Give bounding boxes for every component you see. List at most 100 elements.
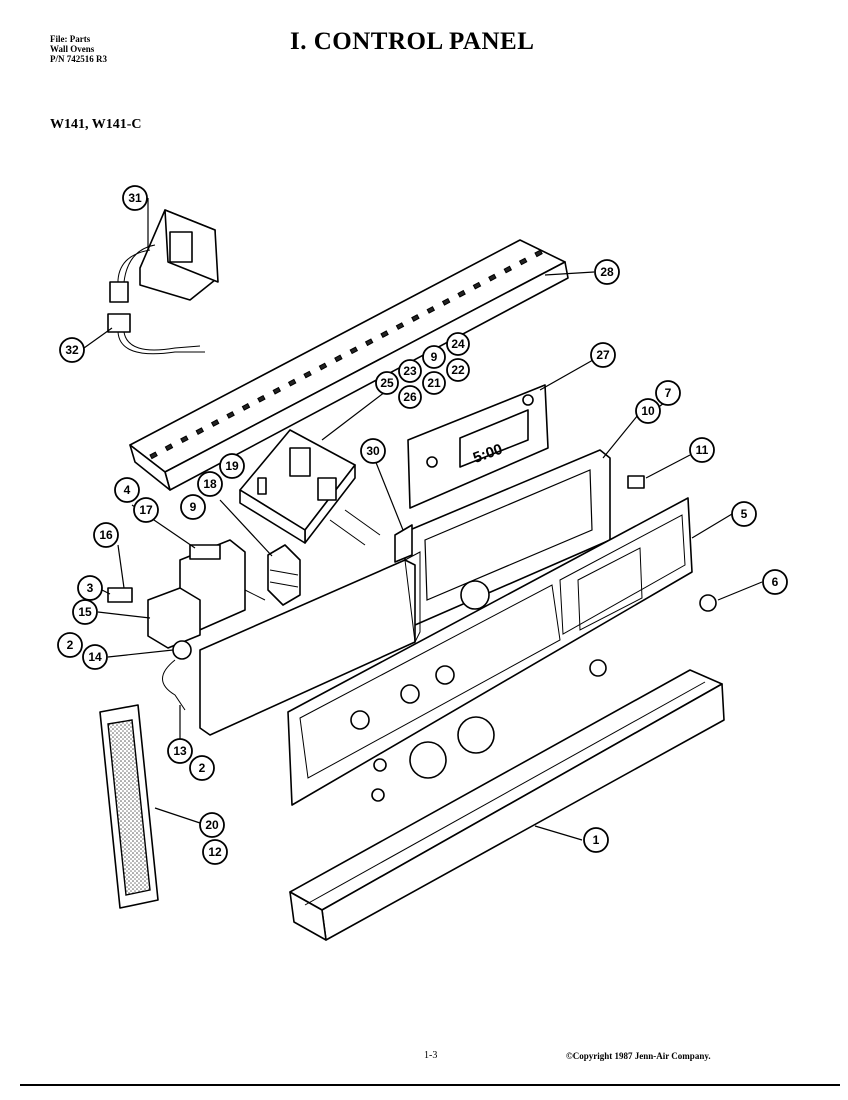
callout-24: 24 (446, 332, 470, 356)
page-number: 1-3 (424, 1050, 438, 1061)
vent-slot (349, 346, 359, 355)
svg-text:24: 24 (451, 337, 465, 351)
copyright-notice: ©Copyright 1987 Jenn-Air Company. (566, 1051, 711, 1061)
callout-9-top: 9 (422, 345, 446, 369)
vent-slot (334, 354, 343, 363)
vent-slot (395, 322, 405, 330)
callout-23: 23 (398, 359, 422, 383)
svg-text:9: 9 (190, 500, 197, 514)
callout-3: 3 (77, 575, 103, 601)
vent-slot (364, 338, 374, 347)
part-3-spacer (107, 587, 133, 603)
leader-lines (83, 198, 763, 841)
callout-2-left: 2 (57, 632, 83, 658)
vent-slot (195, 427, 205, 435)
model-numbers: W141, W141-C (50, 117, 142, 132)
control-knobs (371, 580, 717, 802)
svg-text:10: 10 (641, 404, 655, 418)
svg-text:1: 1 (593, 833, 600, 847)
callout-11: 11 (689, 437, 715, 463)
vent-slot (457, 289, 466, 298)
vent-slot (488, 273, 497, 282)
svg-text:32: 32 (65, 343, 79, 357)
footer-rule (20, 1084, 840, 1086)
svg-text:19: 19 (225, 459, 239, 473)
vent-slot (287, 378, 297, 387)
file-line-1: File: Parts (50, 34, 91, 44)
vent-slot (210, 419, 220, 427)
part-32-wire-harness (107, 281, 205, 355)
vent-slot (226, 411, 235, 419)
part-25-control-board (239, 429, 381, 546)
svg-text:25: 25 (380, 376, 394, 390)
vent-slot (503, 265, 513, 274)
svg-text:18: 18 (203, 477, 217, 491)
part-30-bracket (394, 524, 413, 563)
vent-slot (411, 314, 420, 322)
svg-text:30: 30 (366, 444, 380, 458)
svg-text:17: 17 (139, 503, 153, 517)
callout-7: 7 (655, 380, 681, 406)
file-info: File: Parts Wall Ovens P/N 742516 R3 (50, 34, 107, 64)
vent-slot (272, 386, 282, 395)
svg-text:2: 2 (67, 638, 74, 652)
callout-19: 19 (219, 453, 245, 479)
vent-slot (518, 257, 528, 266)
callout-5: 5 (731, 501, 757, 527)
callout-27: 27 (590, 342, 616, 368)
vent-slot (164, 443, 174, 452)
svg-text:4: 4 (124, 483, 131, 497)
svg-text:5: 5 (741, 507, 748, 521)
part-18-relay (267, 544, 301, 606)
svg-text:23: 23 (403, 364, 417, 378)
vent-slot (426, 306, 436, 314)
callout-14: 14 (82, 644, 108, 670)
part-14-thermostat (162, 640, 192, 711)
callout-1: 1 (583, 827, 609, 853)
page-title: I. CONTROL PANEL (290, 28, 535, 55)
callout-4: 4 (114, 477, 140, 503)
file-line-3: P/N 742516 R3 (50, 54, 107, 64)
svg-text:13: 13 (173, 744, 187, 758)
callout-32: 32 (59, 337, 85, 363)
svg-text:21: 21 (427, 376, 441, 390)
svg-text:20: 20 (205, 818, 219, 832)
vent-slot (472, 281, 482, 290)
part-31-transformer-bracket (117, 209, 219, 301)
callout-13: 13 (167, 738, 193, 764)
part-28-top-channel (129, 239, 569, 491)
callout-10: 10 (635, 398, 661, 424)
callout-30: 30 (360, 438, 386, 464)
callout-16: 16 (93, 522, 119, 548)
svg-text:16: 16 (99, 528, 113, 542)
callout-20: 20 (199, 812, 225, 838)
vent-slot (180, 435, 189, 444)
svg-text:22: 22 (451, 363, 465, 377)
callout-31: 31 (122, 185, 148, 211)
svg-text:26: 26 (403, 390, 417, 404)
part-11-clip (627, 475, 645, 489)
svg-text:14: 14 (88, 650, 102, 664)
svg-text:12: 12 (208, 845, 222, 859)
part-27-clock-module: 5:00 (407, 384, 549, 509)
callout-25: 25 (375, 371, 399, 395)
callout-9-left: 9 (180, 494, 206, 520)
callout-26: 26 (398, 385, 422, 409)
callout-15: 15 (72, 599, 98, 625)
vent-slot (149, 451, 158, 460)
callout-2-bottom: 2 (189, 755, 215, 781)
part-5-facia-panel (287, 497, 693, 806)
callout-17: 17 (133, 497, 159, 523)
main-panel-plate (199, 551, 421, 736)
svg-text:9: 9 (431, 350, 438, 364)
file-line-2: Wall Ovens (50, 44, 95, 54)
callout-28-top: 28 (594, 259, 620, 285)
callout-18: 18 (197, 471, 223, 497)
vent-slot (303, 370, 312, 379)
svg-text:7: 7 (665, 386, 672, 400)
vent-slot (534, 249, 543, 258)
callout-22: 22 (446, 358, 470, 382)
vent-slot (318, 362, 328, 371)
part-20-lens-insert (99, 704, 159, 909)
